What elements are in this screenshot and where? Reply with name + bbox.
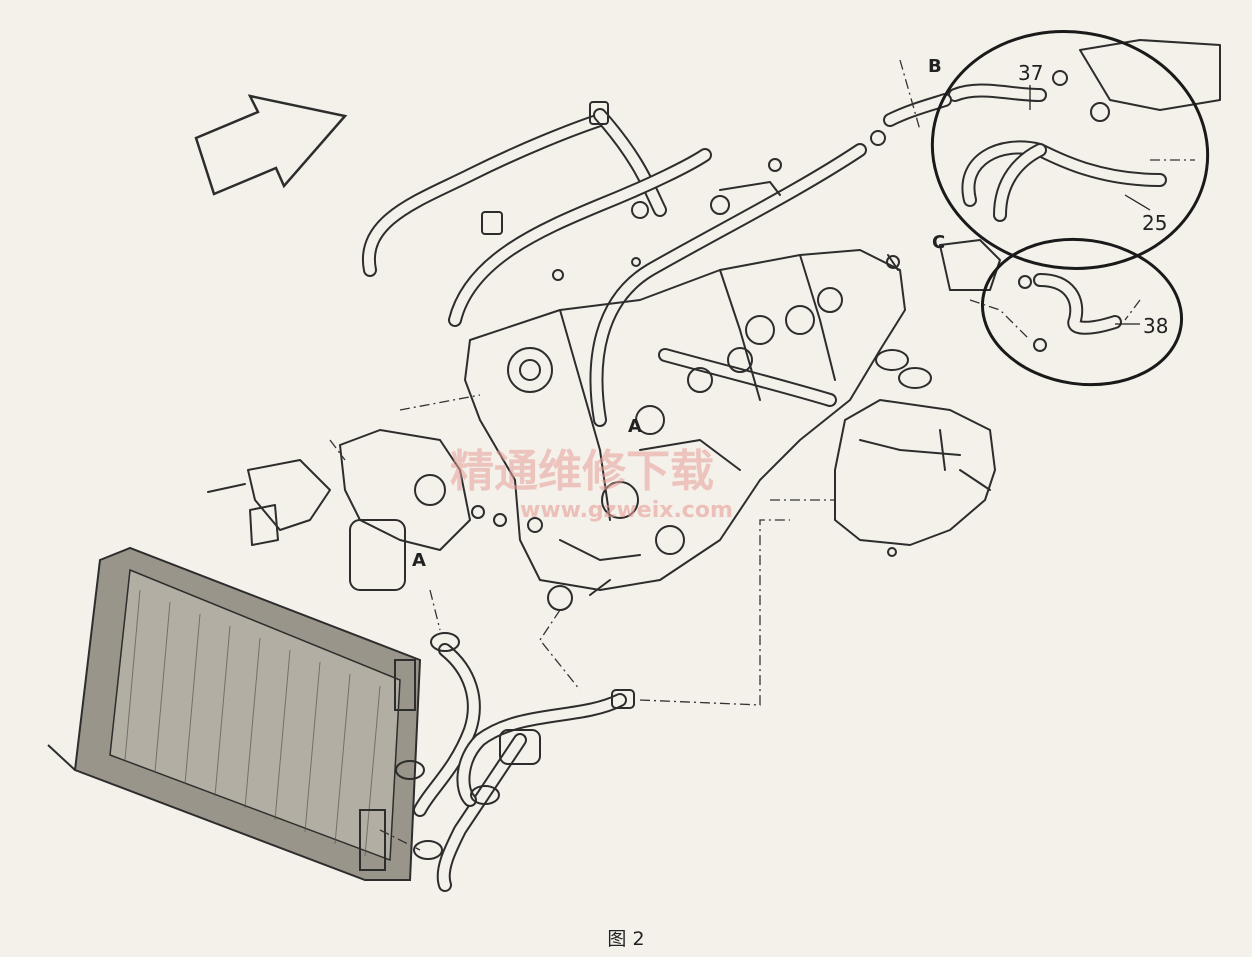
highlight-circle-upper	[930, 30, 1210, 270]
watermark-url: www.gzweix.com	[520, 498, 733, 523]
callout-25-label: 25	[1142, 211, 1167, 235]
ref-letter-a-upper: A	[628, 416, 642, 437]
ref-letter-c: C	[932, 232, 945, 253]
thermostat-housing	[339, 429, 543, 591]
radiator	[47, 546, 422, 881]
callout-38: 38	[1115, 314, 1168, 338]
figure-caption: 图 2	[607, 928, 645, 950]
callout-25: 25	[1124, 194, 1167, 235]
lower-hose-assembly	[395, 632, 635, 892]
direction-arrow-icon	[194, 94, 348, 196]
ref-letter-b: B	[928, 56, 942, 77]
watermark-chinese: 精通维修下载	[450, 446, 714, 497]
ref-letter-a-lower: A	[412, 550, 426, 571]
heater-hose-detail	[883, 39, 1221, 352]
callout-37-label: 37	[1018, 61, 1043, 85]
coolant-reservoir	[834, 349, 996, 557]
upper-hose-assembly	[361, 101, 900, 427]
leader-lines	[329, 59, 1195, 851]
callout-38-label: 38	[1143, 314, 1168, 338]
highlight-circle-lower	[980, 237, 1184, 387]
mounting-bracket	[207, 459, 331, 546]
callout-37: 37	[1018, 61, 1043, 110]
engine-block	[464, 249, 906, 611]
